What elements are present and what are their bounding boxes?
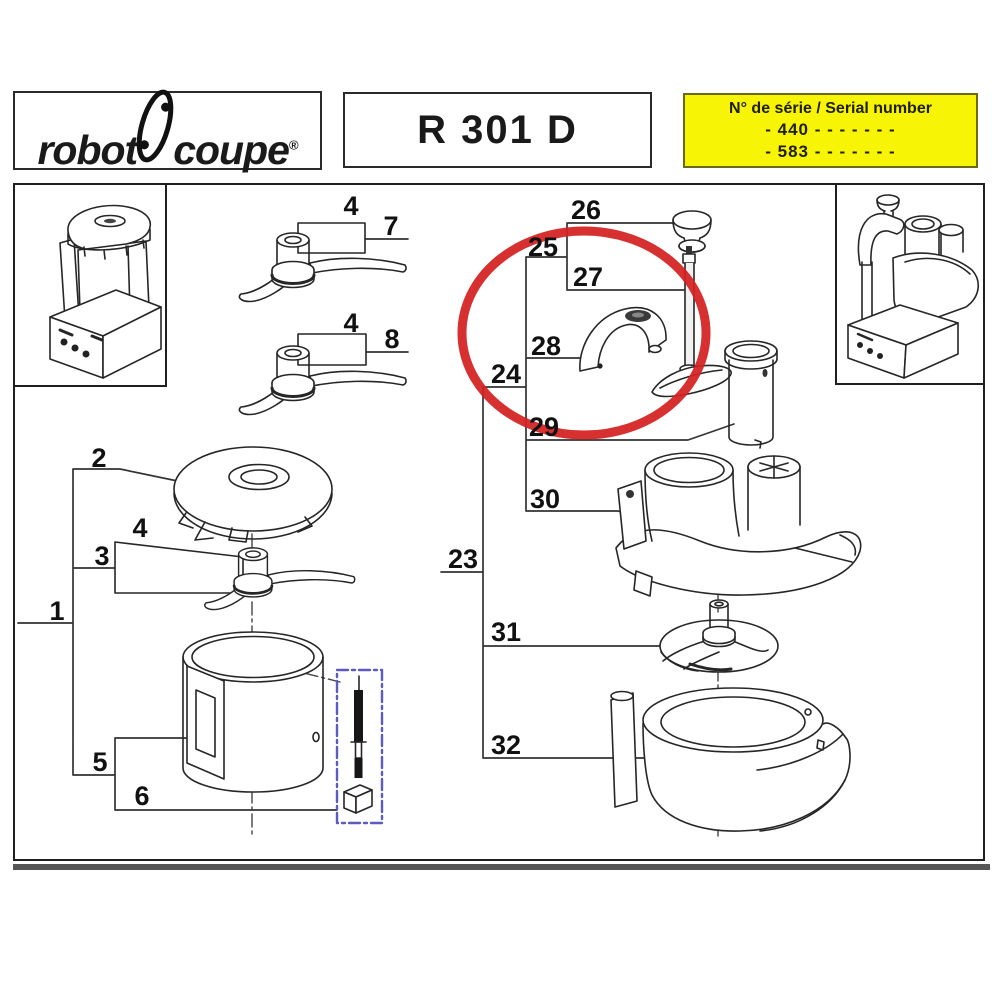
logo-text-left: robot (37, 126, 138, 173)
inset-cutter-machine-box (13, 183, 167, 387)
lever-part-28 (579, 306, 667, 372)
feed-head-part-30 (615, 452, 862, 597)
cutter-bowl-part-32 (610, 687, 851, 832)
brand-logo-box: robot coupe® (13, 89, 322, 173)
slicing-disc-part-31 (659, 599, 779, 673)
model-label: R 301 D (417, 107, 578, 152)
shaft-kit-part-6 (335, 668, 384, 825)
callout-lines-right (440, 222, 735, 759)
lid-part-2 (173, 446, 333, 543)
serial-number-box: N° de série / Serial number - 440 - - - … (683, 93, 978, 168)
cutter-machine-drawing (49, 204, 162, 379)
feed-tube-part-29 (724, 340, 778, 449)
vegprep-machine-drawing (847, 194, 979, 379)
serial-title: N° de série / Serial number (729, 100, 932, 118)
highlight-ellipse (457, 226, 711, 440)
callout-lines-left (17, 238, 409, 811)
frame-shadow (13, 864, 990, 870)
diagram-frame (13, 183, 985, 861)
part4-callout-boxes (114, 222, 367, 594)
brand-logo: robot coupe® (37, 88, 299, 174)
centerline-bowl-assembly (211, 533, 341, 837)
logo-oval-icon (136, 89, 174, 162)
bowl-part-5 (182, 631, 324, 793)
inset-vegprep-machine-box (835, 183, 985, 385)
serial-line-1: - 440 - - - - - - - (765, 120, 896, 140)
model-box: R 301 D (343, 92, 652, 168)
logo-text-right: coupe (173, 126, 290, 173)
registered-mark: ® (288, 136, 299, 152)
pusher-knob-part-26 (672, 210, 712, 253)
serial-line-2: - 583 - - - - - - - (765, 141, 896, 161)
